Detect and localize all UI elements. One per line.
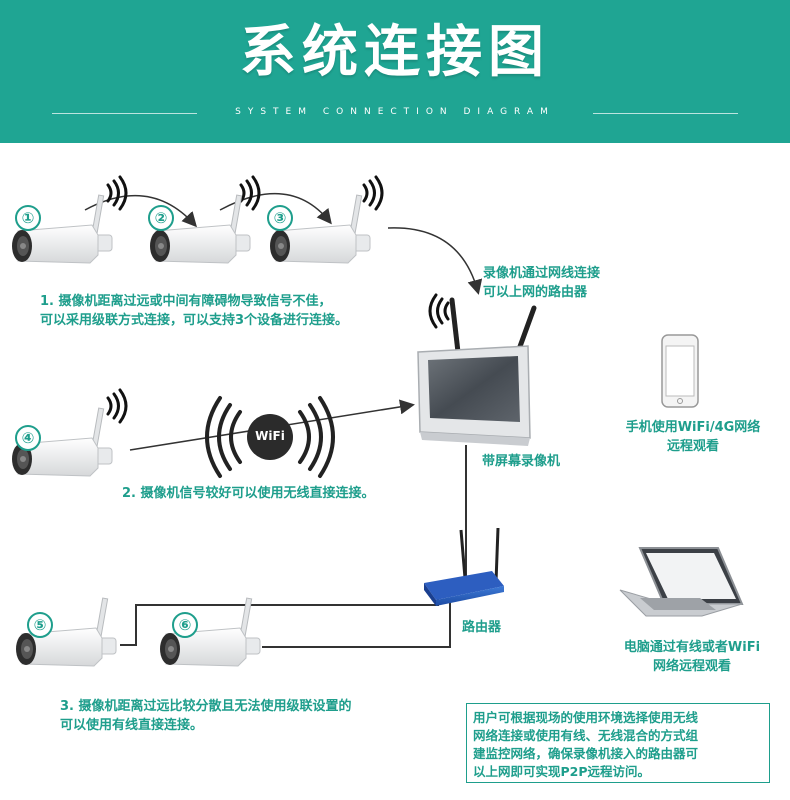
caption-direct: 2. 摄像机信号较好可以使用无线直接连接。 [122, 486, 375, 501]
camera-2-number: ② [148, 205, 174, 231]
caption-laptop: 电脑通过有线或者WiFi 网络远程观看 [598, 638, 786, 676]
camera-4 [12, 407, 113, 477]
caption-phone-line2: 远程观看 [666, 439, 719, 454]
caption-phone: 手机使用WiFi/4G网络 远程观看 [608, 418, 778, 456]
caption-phone-line1: 手机使用WiFi/4G网络 [625, 420, 761, 435]
laptop-icon [619, 547, 744, 617]
camera-2 [150, 194, 251, 264]
note-line-1: 用户可根据现场的使用环境选择使用无线 [473, 710, 699, 725]
subtitle-right-line [593, 113, 738, 114]
camera-5-number: ⑤ [27, 612, 53, 638]
caption-nvr-router: 录像机通过网线连接 可以上网的路由器 [483, 264, 600, 302]
camera-4-number: ④ [15, 425, 41, 451]
caption-cascade: 1. 摄像机距离过远或中间有障碍物导致信号不佳， 可以采用级联方式连接，可以支持… [40, 292, 348, 330]
note-line-4: 以上网即可实现P2P远程访问。 [473, 764, 651, 779]
page-subtitle: SYSTEM CONNECTION DIAGRAM [235, 107, 555, 117]
router-icon [424, 527, 504, 606]
wifi-badge-label: WiFi [255, 429, 285, 443]
camera-3-number: ③ [267, 205, 293, 231]
camera-3 [270, 194, 371, 264]
caption-router: 路由器 [462, 620, 502, 635]
page-title: 系统连接图 [240, 20, 550, 85]
signal-icons [106, 175, 450, 424]
wifi-badge-circle [247, 414, 293, 460]
header-banner: 系统连接图 SYSTEM CONNECTION DIAGRAM [0, 0, 790, 143]
arrow-to-nvr [387, 227, 483, 295]
caption-wired: 3. 摄像机距离过远比较分散且无法使用级联设置的 可以使用有线直接连接。 [60, 697, 352, 735]
connection-diagram [12, 175, 744, 667]
camera-5 [16, 597, 117, 667]
caption-nvr-router-line1: 录像机通过网线连接 [483, 266, 601, 281]
wifi-badge-icon [205, 396, 335, 478]
note-box: 用户可根据现场的使用环境选择使用无线 网络连接或使用有线、无线混合的方式组 建监… [466, 703, 770, 783]
caption-cascade-line1: 1. 摄像机距离过远或中间有障碍物导致信号不佳， [40, 294, 332, 309]
caption-nvr-router-line2: 可以上网的路由器 [483, 285, 588, 300]
camera-1 [12, 194, 113, 264]
caption-laptop-line1: 电脑通过有线或者WiFi [623, 640, 761, 655]
phone-icon [661, 334, 699, 408]
subtitle-left-line [52, 113, 197, 114]
camera-1-number: ① [15, 205, 41, 231]
note-line-3: 建监控网络，确保录像机接入的路由器可 [473, 746, 699, 761]
caption-laptop-line2: 网络远程观看 [652, 659, 731, 674]
caption-cascade-line2: 可以采用级联方式连接，可以支持3个设备进行连接。 [40, 313, 349, 328]
cable-cam6 [262, 602, 451, 648]
camera-6-number: ⑥ [172, 612, 198, 638]
caption-wired-line1: 3. 摄像机距离过远比较分散且无法使用级联设置的 [60, 699, 352, 714]
note-line-2: 网络连接或使用有线、无线混合的方式组 [473, 728, 699, 743]
caption-wired-line2: 可以使用有线直接连接。 [60, 718, 204, 733]
caption-nvr: 带屏幕录像机 [482, 454, 561, 469]
nvr-monitor-icon [417, 297, 537, 446]
